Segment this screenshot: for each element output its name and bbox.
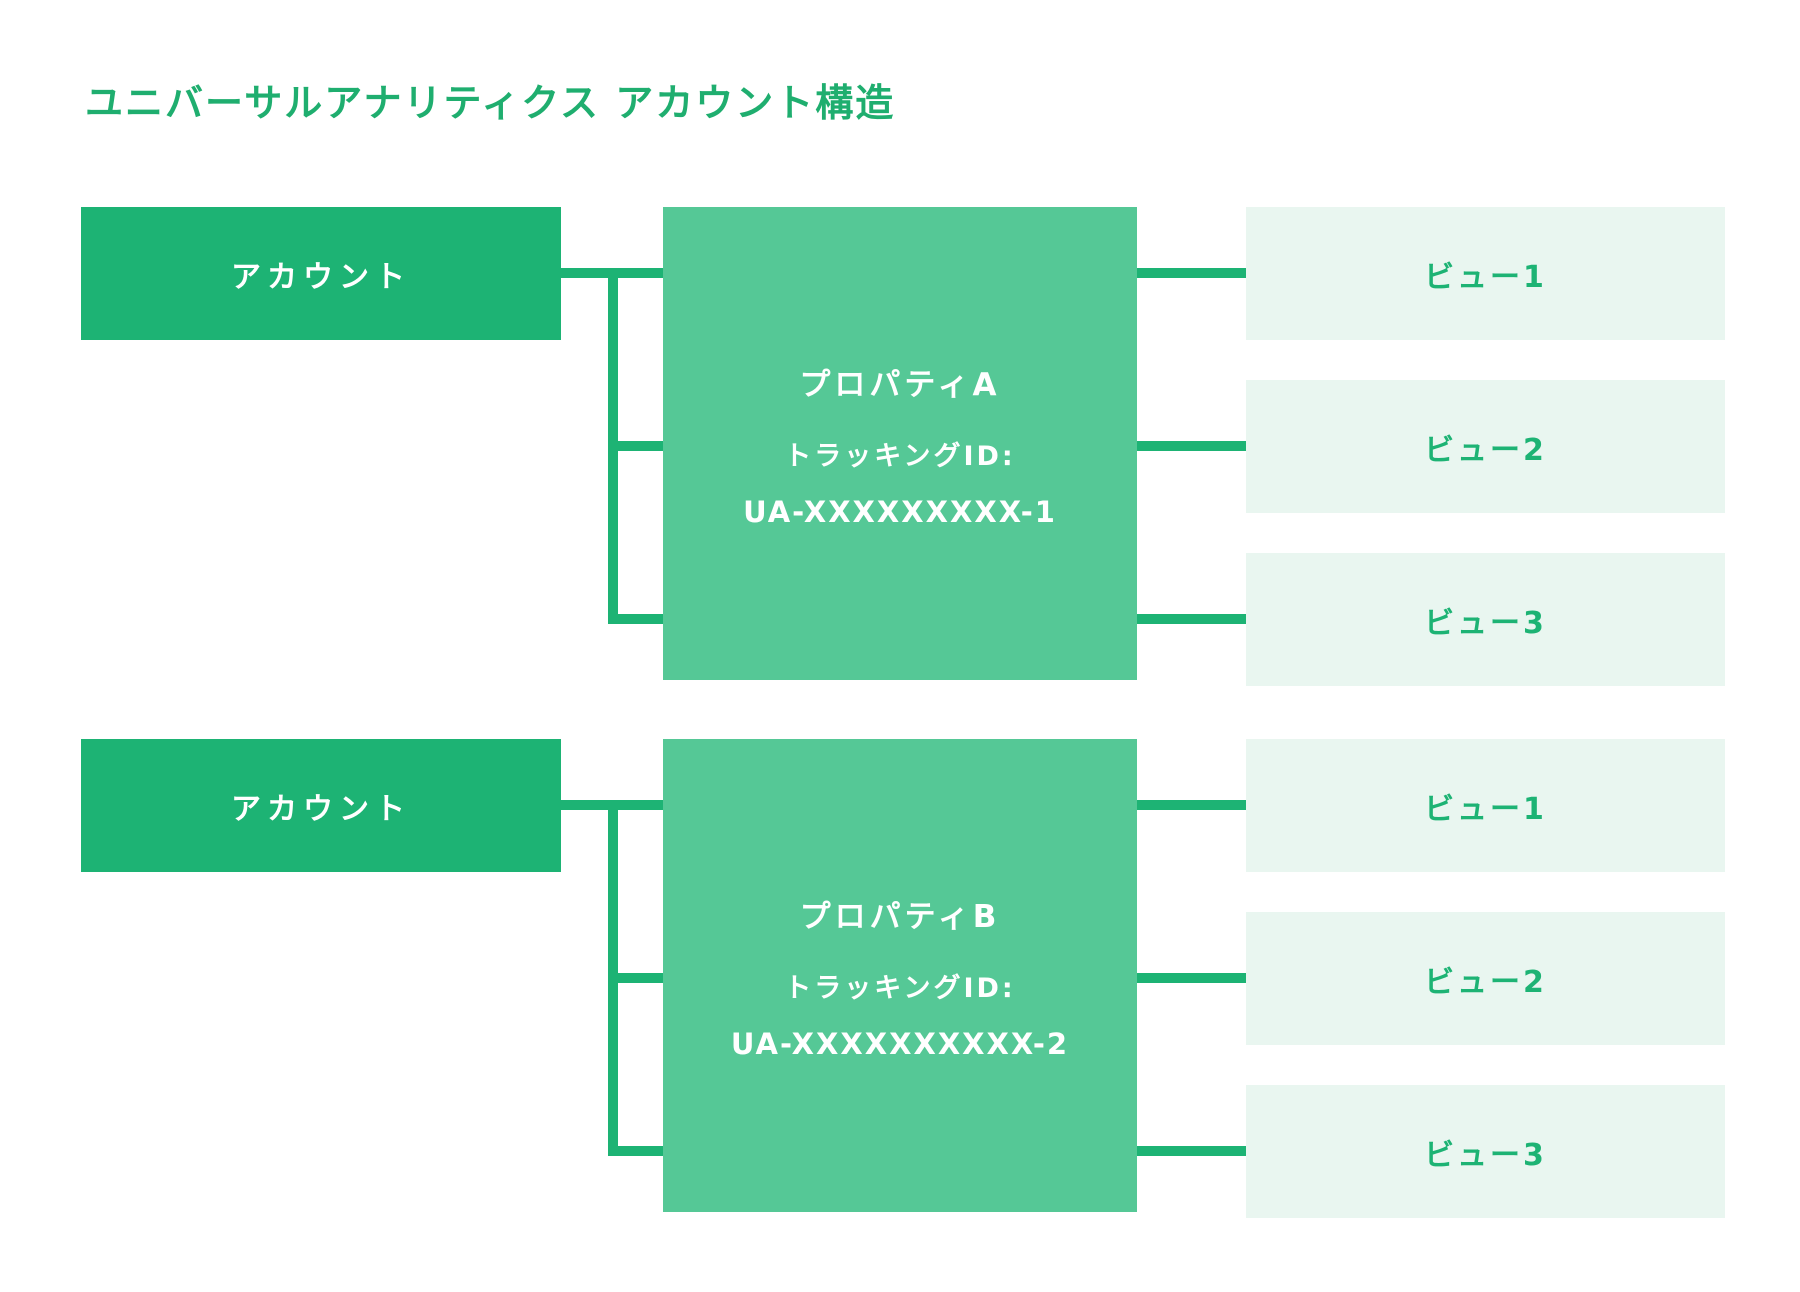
view-box-3: ビュー3: [1246, 553, 1725, 686]
connector-branch-3: [608, 614, 663, 624]
property-name: プロパティA: [799, 366, 1001, 403]
connector-property-to-view-2: [1137, 973, 1246, 983]
view-label: ビュー1: [1424, 791, 1547, 827]
view-label: ビュー1: [1424, 259, 1547, 295]
tracking-id-label: トラッキングID:: [784, 440, 1016, 472]
account-label: アカウント: [231, 791, 411, 827]
view-box-1: ビュー1: [1246, 207, 1725, 340]
connector-branch-2: [608, 441, 663, 451]
tracking-id-value: UA-XXXXXXXXX-1: [743, 494, 1057, 529]
connector-branch-2: [608, 973, 663, 983]
view-box-2: ビュー2: [1246, 912, 1725, 1045]
connector-property-to-view-1: [1137, 800, 1246, 810]
connector-property-to-view-2: [1137, 441, 1246, 451]
view-label: ビュー3: [1424, 605, 1547, 641]
connector-property-to-view-3: [1137, 614, 1246, 624]
account-label: アカウント: [231, 259, 411, 295]
view-box-1: ビュー1: [1246, 739, 1725, 872]
tracking-id-label: トラッキングID:: [784, 972, 1016, 1004]
view-label: ビュー2: [1424, 964, 1547, 1000]
view-box-2: ビュー2: [1246, 380, 1725, 513]
account-group-2: アカウント プロパティB トラッキングID: UA-XXXXXXXXXX-2 ビ…: [0, 739, 1800, 1219]
account-box-2: アカウント: [81, 739, 561, 872]
connector-branch-3: [608, 1146, 663, 1156]
property-name: プロパティB: [799, 898, 1001, 935]
connector-property-to-view-3: [1137, 1146, 1246, 1156]
property-box-b: プロパティB トラッキングID: UA-XXXXXXXXXX-2: [663, 739, 1137, 1212]
connector-property-to-view-1: [1137, 268, 1246, 278]
tracking-id-value: UA-XXXXXXXXXX-2: [730, 1026, 1070, 1061]
account-group-1: アカウント プロパティA トラッキングID: UA-XXXXXXXXX-1 ビュ…: [0, 207, 1800, 687]
view-box-3: ビュー3: [1246, 1085, 1725, 1218]
view-label: ビュー3: [1424, 1137, 1547, 1173]
account-box-1: アカウント: [81, 207, 561, 340]
diagram-title: ユニバーサルアナリティクス アカウント構造: [85, 81, 896, 125]
view-label: ビュー2: [1424, 432, 1547, 468]
property-box-a: プロパティA トラッキングID: UA-XXXXXXXXX-1: [663, 207, 1137, 680]
